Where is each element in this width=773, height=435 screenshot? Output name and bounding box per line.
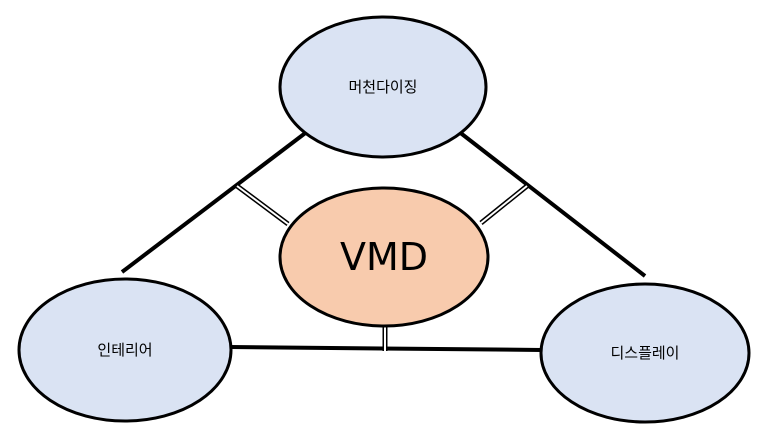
node-interior-label: 인테리어 bbox=[97, 341, 152, 359]
node-display-label: 디스플레이 bbox=[610, 344, 679, 362]
node-merchandising: 머천다이징 bbox=[278, 15, 488, 159]
node-display: 디스플레이 bbox=[539, 282, 751, 424]
connector-left bbox=[235, 183, 290, 227]
node-center-vmd: VMD bbox=[278, 186, 490, 328]
edge-merchandising-interior bbox=[120, 129, 310, 274]
node-interior: 인테리어 bbox=[17, 277, 233, 423]
connector-right bbox=[479, 184, 529, 225]
node-center-label: VMD bbox=[340, 235, 428, 279]
node-merchandising-label: 머천다이징 bbox=[348, 78, 417, 96]
edge-merchandising-display bbox=[456, 129, 647, 278]
